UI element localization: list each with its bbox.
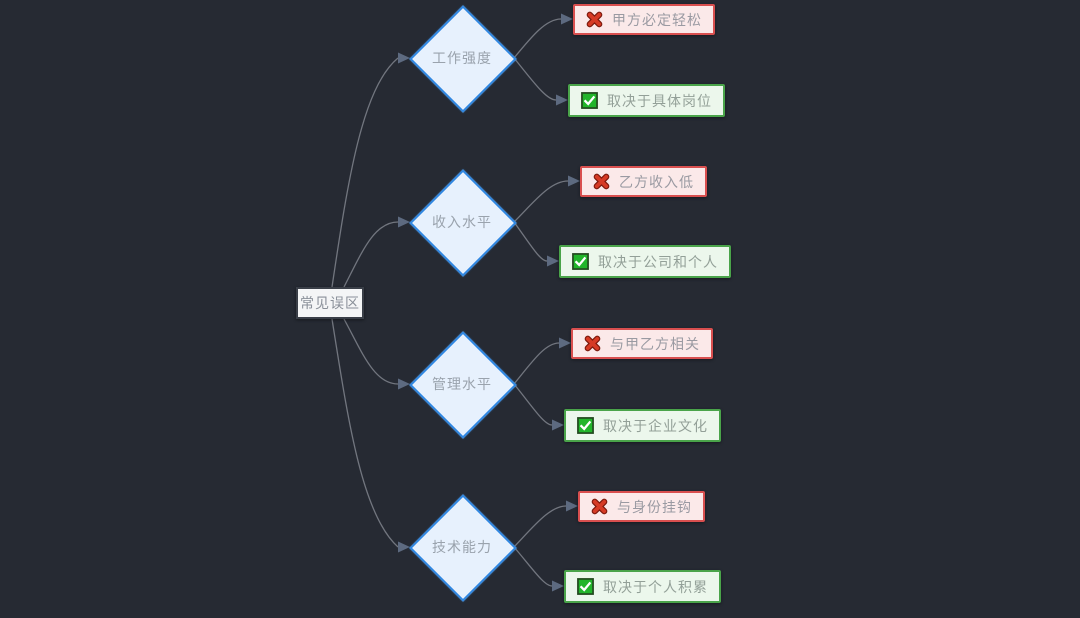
root-node[interactable]: 常见误区 xyxy=(296,287,364,319)
connector-line xyxy=(343,221,399,288)
truth-node-management-level[interactable]: 取决于企业文化 xyxy=(564,409,721,442)
misconception-label: 与身份挂钩 xyxy=(617,498,692,515)
cross-icon xyxy=(593,173,610,190)
misconception-node-management-level[interactable]: 与甲乙方相关 xyxy=(571,328,713,359)
connector-line xyxy=(331,318,399,548)
arrowhead-icon xyxy=(547,255,559,267)
checkbox-checked-icon xyxy=(577,578,594,595)
checkbox-checked-icon xyxy=(577,417,594,434)
arrowhead-icon xyxy=(566,500,578,512)
arrowhead-icon xyxy=(559,337,571,349)
checkbox-checked-icon xyxy=(572,253,589,270)
connector-line xyxy=(513,342,560,385)
misconception-node-technical-ability[interactable]: 与身份挂钩 xyxy=(578,491,705,522)
checkbox-checked-icon xyxy=(581,92,598,109)
arrowhead-icon xyxy=(568,175,580,187)
arrowhead-icon xyxy=(552,419,564,431)
truth-node-work-intensity[interactable]: 取决于具体岗位 xyxy=(568,84,725,117)
connector-line xyxy=(513,383,553,426)
arrowhead-icon xyxy=(552,580,564,592)
truth-node-technical-ability[interactable]: 取决于个人积累 xyxy=(564,570,721,603)
misconception-label: 乙方收入低 xyxy=(619,173,694,190)
connector-line xyxy=(343,318,399,385)
topic-node-work-intensity[interactable]: 工作强度 xyxy=(409,5,517,113)
cross-icon xyxy=(586,11,603,28)
misconception-node-income-level[interactable]: 乙方收入低 xyxy=(580,166,707,197)
arrowhead-icon xyxy=(561,13,573,25)
topic-label: 管理水平 xyxy=(432,376,492,392)
truth-label: 取决于具体岗位 xyxy=(607,92,712,109)
arrowhead-icon xyxy=(398,541,410,553)
topic-node-income-level[interactable]: 收入水平 xyxy=(409,169,517,277)
arrowheads xyxy=(398,13,580,592)
topic-label: 技术能力 xyxy=(432,539,492,555)
connector-line xyxy=(513,546,553,587)
connector-line xyxy=(513,505,567,548)
misconception-node-work-intensity[interactable]: 甲方必定轻松 xyxy=(573,4,715,35)
arrowhead-icon xyxy=(556,94,568,106)
arrowhead-icon xyxy=(398,378,410,390)
connector-line xyxy=(513,57,557,101)
connector-line xyxy=(331,57,399,288)
connector-lines xyxy=(331,18,569,587)
topic-label: 收入水平 xyxy=(432,214,492,230)
root-label: 常见误区 xyxy=(300,295,360,311)
connector-line xyxy=(513,18,562,59)
truth-label: 取决于企业文化 xyxy=(603,417,708,434)
truth-label: 取决于公司和个人 xyxy=(598,253,718,270)
arrowhead-icon xyxy=(398,52,410,64)
cross-icon xyxy=(591,498,608,515)
truth-node-income-level[interactable]: 取决于公司和个人 xyxy=(559,245,731,278)
topic-label: 工作强度 xyxy=(432,50,492,66)
topic-node-technical-ability[interactable]: 技术能力 xyxy=(409,494,517,602)
misconception-label: 与甲乙方相关 xyxy=(610,335,700,352)
misconception-label: 甲方必定轻松 xyxy=(612,11,702,28)
arrowhead-icon xyxy=(398,216,410,228)
topic-node-management-level[interactable]: 管理水平 xyxy=(409,331,517,439)
truth-label: 取决于个人积累 xyxy=(603,578,708,595)
connector-line xyxy=(513,180,569,223)
cross-icon xyxy=(584,335,601,352)
connector-line xyxy=(513,221,548,262)
